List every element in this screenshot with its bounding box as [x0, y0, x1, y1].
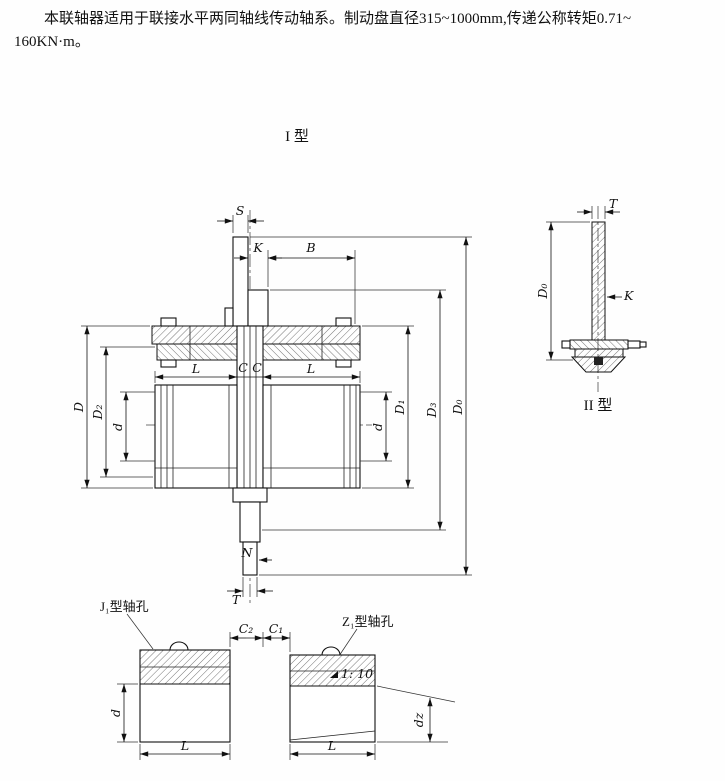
dim-label-l-z1: L: [327, 738, 336, 753]
z1-hole-label: Z₁型轴孔: [342, 614, 393, 629]
bottom-step-3: [242, 541, 258, 576]
dim-label-D0-type2: D₀: [535, 283, 550, 299]
dim-label-D3: D₃: [424, 402, 439, 418]
dim-label-k2: K: [623, 288, 634, 303]
bottom-step-2: [239, 501, 261, 543]
type2-flange-upper: [569, 339, 629, 350]
type1-drawing: S K B L C C L D D₂: [71, 203, 472, 607]
dim-label-k: K: [252, 240, 263, 255]
shaft-hole-drawings: J₁型轴孔 Z₁型轴孔 C₂ C₁ d L 1: 10: [100, 599, 456, 760]
dim-label-l-left: L: [191, 361, 200, 376]
bolt-head-left: [160, 317, 177, 327]
dim-label-D: D: [71, 402, 86, 413]
dim-label-t2: T: [609, 196, 619, 211]
taper-symbol-icon: [330, 671, 338, 678]
type2-bolt-right: [627, 340, 641, 349]
dim-label-b: B: [305, 240, 315, 255]
bottom-step-1: [232, 487, 268, 503]
dim-label-l-j1: L: [180, 738, 189, 753]
nut-left: [160, 359, 177, 368]
dim-label-n: N: [241, 545, 254, 560]
right-hub-barrel: [262, 384, 361, 489]
z1-key-dome: [321, 646, 341, 656]
type2-title: II 型: [584, 397, 613, 414]
taper-ratio-label: 1: 10: [341, 666, 373, 681]
dim-label-c1: C₁: [269, 621, 284, 636]
dim-label-l-right: L: [306, 361, 315, 376]
dim-label-D1: D₁: [392, 399, 407, 415]
description-line-2: 160KN·m。: [14, 34, 90, 51]
dim-label-c2: C₂: [239, 621, 254, 636]
description: 本联轴器适用于联接水平两同轴线传动轴系。制动盘直径315~1000mm,传递公称…: [14, 8, 711, 55]
z1-hub-wall: [289, 654, 376, 687]
brake-disc-stem: [232, 236, 249, 327]
type2-drawing: T K D₀ II 型: [535, 196, 647, 414]
dim-label-c-left: C: [238, 360, 248, 375]
bolt-head-right: [335, 317, 352, 327]
dim-label-D2: D₂: [90, 404, 105, 420]
j1-key-dome: [169, 641, 189, 651]
dim-label-d-left: d: [110, 423, 125, 431]
type2-nut-right: [639, 341, 647, 348]
dim-label-d-hole: d: [108, 709, 123, 717]
description-line-1: 本联轴器适用于联接水平两同轴线传动轴系。制动盘直径315~1000mm,传递公称…: [44, 11, 632, 27]
brake-disc-rod: [591, 221, 606, 341]
type2-flange-lower: [574, 348, 624, 358]
dim-label-D0: D₀: [450, 399, 465, 415]
disc-step-left: [224, 307, 234, 327]
type2-stub-left: [561, 340, 571, 349]
disc-step-right: [247, 289, 269, 327]
dim-label-s: S: [236, 203, 245, 218]
dim-label-c-right: C: [252, 360, 262, 375]
type2-key-block: [594, 357, 603, 365]
dim-label-dz: dz: [411, 712, 426, 727]
type1-title: I 型: [285, 128, 309, 145]
left-hub-barrel: [154, 384, 238, 489]
j1-hole-label: J₁型轴孔: [100, 599, 149, 614]
dim-label-t: T: [232, 592, 242, 607]
dim-label-d-right: d: [370, 423, 385, 431]
nut-right: [335, 359, 352, 368]
